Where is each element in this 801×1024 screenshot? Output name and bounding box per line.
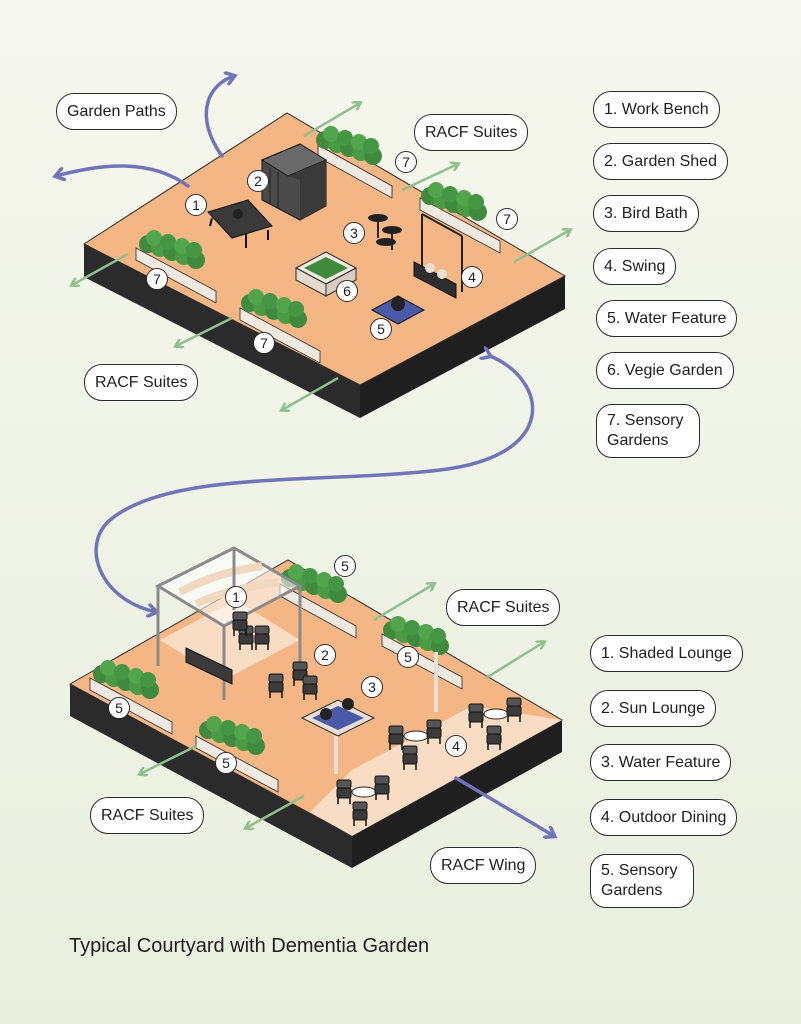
racf-suites-label: RACF Suites [446, 589, 561, 626]
sensory-garden-bed [419, 182, 501, 254]
legend-item-bird-bath: 3. Bird Bath [593, 195, 699, 232]
sensory-garden-bed [195, 716, 279, 793]
legend-item-water-feature: 3. Water Feature [590, 744, 732, 781]
legend-item-sensory-gardens: 7. Sensory Gardens [596, 404, 700, 458]
marker-bird-bath: 3 [343, 222, 365, 244]
dining-set [468, 697, 522, 751]
legend-item-outdoor-dining: 4. Outdoor Dining [590, 799, 738, 836]
marker-sensory-garden: 7 [395, 151, 417, 173]
sensory-garden-bed [316, 126, 393, 199]
bottom-slab-left [70, 684, 352, 868]
racf-suites-label: RACF Suites [414, 114, 529, 151]
marker-water-feature: 3 [361, 676, 383, 698]
bottom-slab-right [352, 720, 562, 868]
direction-arrows [140, 584, 544, 828]
legend-item-work-bench: 1. Work Bench [593, 91, 720, 128]
marker-shaded-lounge: 1 [225, 586, 247, 608]
dining-set [336, 775, 390, 827]
legend-item-shaded-lounge: 1. Shaded Lounge [590, 635, 743, 672]
water-feature [300, 698, 376, 774]
marker-sensory-garden: 7 [146, 268, 168, 290]
garden-paths-label: Garden Paths [56, 93, 177, 130]
bird-bath [368, 214, 402, 250]
legend-item-swing: 4. Swing [593, 248, 677, 285]
garden-shed [260, 143, 328, 221]
marker-sensory-garden: 5 [334, 555, 356, 577]
legend-item-sun-lounge: 2. Sun Lounge [590, 690, 717, 727]
figure-caption: Typical Courtyard with Dementia Garden [69, 935, 430, 957]
marker-water-feature: 5 [370, 318, 392, 340]
marker-sensory-garden: 7 [253, 332, 275, 354]
swing [413, 213, 463, 299]
lounge-sofa [185, 611, 270, 685]
work-bench [207, 199, 273, 248]
marker-swing: 4 [461, 266, 483, 288]
marker-work-bench: 1 [185, 194, 207, 216]
racf-suites-label: RACF Suites [84, 364, 199, 401]
vegie-garden [294, 251, 358, 297]
legend-item-vegie-garden: 6. Vegie Garden [596, 352, 734, 389]
marker-garden-shed: 2 [247, 170, 269, 192]
garden-paths-arrows [56, 76, 234, 188]
marker-vegie-garden: 6 [336, 280, 358, 302]
sensory-garden-bed [89, 660, 173, 735]
legend-item-water-feature: 5. Water Feature [596, 300, 738, 337]
marker-sensory-garden: 5 [397, 646, 419, 668]
marker-sun-lounge: 2 [314, 644, 336, 666]
dining-set [388, 719, 442, 771]
racf-wing-arrow [454, 776, 554, 836]
bottom-courtyard [68, 546, 564, 868]
sensory-garden-bed [135, 230, 217, 304]
legend-item-sensory-gardens: 5. Sensory Gardens [590, 854, 694, 908]
racf-wing-label: RACF Wing [430, 847, 537, 884]
legend-item-garden-shed: 2. Garden Shed [593, 143, 728, 180]
connector-path-arrow [94, 356, 535, 612]
marker-outdoor-dining: 4 [445, 735, 467, 757]
racf-suites-label: RACF Suites [90, 797, 205, 834]
marker-sensory-garden: 7 [496, 208, 518, 230]
marker-sensory-garden: 5 [108, 697, 130, 719]
water-feature [370, 295, 426, 325]
marker-sensory-garden: 5 [215, 752, 237, 774]
